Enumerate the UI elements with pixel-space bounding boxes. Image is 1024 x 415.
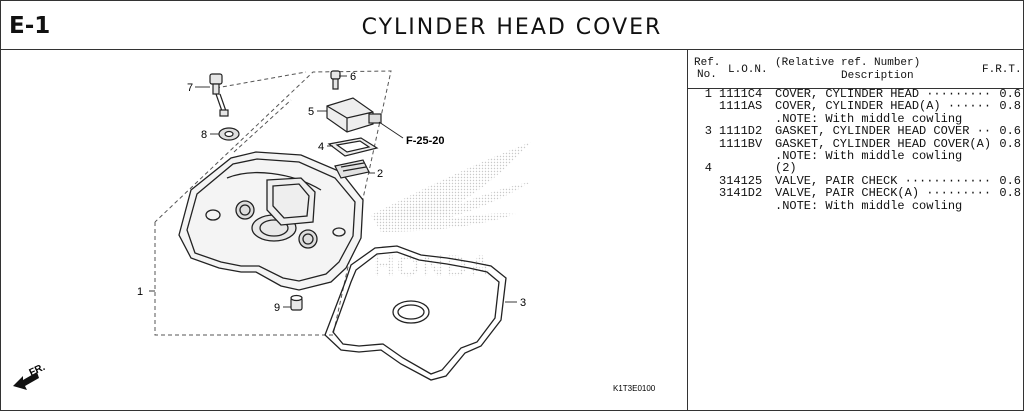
part-3-drawing xyxy=(324,245,507,381)
ref-number: 3 xyxy=(704,124,712,139)
ref-number: 4 xyxy=(704,161,712,176)
exploded-diagram-panel: HONDA xyxy=(1,50,688,410)
honda-wing-logo-icon xyxy=(371,142,531,232)
parts-row[interactable]: 1 1111C4 COVER, CYLINDER HEAD ········· 0.6 xyxy=(688,87,1023,101)
col-frt: F.R.T. xyxy=(982,64,1022,76)
parts-row[interactable]: 3 1111D2 GASKET, CYLINDER HEAD COVER ·· 0.6 xyxy=(688,124,1023,139)
front-label: FR. xyxy=(28,362,47,379)
col-desc-line1: (Relative ref. Number) xyxy=(775,57,921,69)
part-description: .NOTE: With middle cowling xyxy=(775,198,963,213)
part-7-drawing xyxy=(209,73,229,117)
drawing-code: K1T3E0100 xyxy=(613,384,656,393)
ref-number: 1 xyxy=(704,87,712,101)
callout-3: 3 xyxy=(520,297,526,309)
leader-lines xyxy=(149,75,517,308)
parts-row[interactable]: 1111BV GASKET, CYLINDER HEAD COVER(A) 0.8 xyxy=(688,136,1023,151)
front-arrow-icon xyxy=(13,372,39,390)
section-code: E-1 xyxy=(9,13,51,39)
frt-value: 0.8 xyxy=(999,186,1021,201)
callout-8: 8 xyxy=(201,129,207,141)
part-description: COVER, CYLINDER HEAD ········· xyxy=(775,87,992,101)
parts-row[interactable]: 4 (2) xyxy=(688,161,1023,176)
part-2-drawing xyxy=(334,159,370,179)
parts-row[interactable]: 1111AS COVER, CYLINDER HEAD(A) ······ 0.8 xyxy=(688,99,1023,114)
frt-value: 0.8 xyxy=(999,136,1021,151)
page-header: E-1 CYLINDER HEAD COVER xyxy=(1,1,1023,50)
col-desc-line2: Description xyxy=(841,70,914,82)
part-5-drawing xyxy=(326,97,382,133)
lon-code: 1111C4 xyxy=(719,87,763,101)
callout-7: 7 xyxy=(187,82,193,94)
exploded-diagram: HONDA xyxy=(13,70,656,393)
col-ref-line2: No. xyxy=(697,69,717,81)
frt-value: 0.6 xyxy=(999,173,1021,188)
part-description: .NOTE: With middle cowling xyxy=(775,111,963,126)
part-description: (2) xyxy=(775,161,797,176)
assembly-boundary xyxy=(154,70,392,336)
col-ref-line1: Ref. xyxy=(694,57,721,69)
callout-9: 9 xyxy=(274,302,280,314)
watermark-text: HONDA xyxy=(373,250,493,283)
parts-row[interactable]: .NOTE: With middle cowling xyxy=(688,111,1023,126)
parts-row[interactable]: 3141D2 VALVE, PAIR CHECK(A) ········· 0.8 xyxy=(688,186,1023,201)
callout-6: 6 xyxy=(350,71,356,83)
lon-code: 1111D2 xyxy=(719,124,763,139)
page-title: CYLINDER HEAD COVER xyxy=(361,15,663,40)
parts-row[interactable]: .NOTE: With middle cowling xyxy=(688,148,1023,163)
part-description: .NOTE: With middle cowling xyxy=(775,148,963,163)
parts-list: 1 1111C4 COVER, CYLINDER HEAD ········· 0.6… xyxy=(688,88,1023,212)
part-description: GASKET, CYLINDER HEAD COVER ·· xyxy=(775,124,992,139)
parts-list-header: Ref. No. L.O.N. (Relative ref. Number) D… xyxy=(688,50,1023,89)
part-description: COVER, CYLINDER HEAD(A) ······ xyxy=(775,99,992,114)
frt-value: 0.6 xyxy=(999,124,1021,139)
lon-code: 314125 xyxy=(719,173,763,188)
col-lon: L.O.N. xyxy=(728,64,768,76)
callout-5: 5 xyxy=(308,106,314,118)
lon-code: 3141D2 xyxy=(719,186,763,201)
parts-list-panel: Ref. No. L.O.N. (Relative ref. Number) D… xyxy=(688,50,1023,410)
parts-row[interactable]: 314125 VALVE, PAIR CHECK ············ 0.6 xyxy=(688,173,1023,188)
part-description: GASKET, CYLINDER HEAD COVER(A) xyxy=(775,136,992,151)
parts-row[interactable]: .NOTE: With middle cowling xyxy=(688,198,1023,213)
lon-code: 1111BV xyxy=(719,136,763,151)
part-4-drawing xyxy=(327,137,379,157)
frt-value: 0.6 xyxy=(999,87,1021,101)
callout-1: 1 xyxy=(137,286,143,298)
callout-4: 4 xyxy=(318,141,324,153)
cylinder-head-cover-drawing xyxy=(178,151,364,291)
part-description: VALVE, PAIR CHECK(A) ········· xyxy=(775,186,992,201)
part-6-drawing xyxy=(330,70,341,90)
part-9-drawing xyxy=(290,294,303,311)
reference-link[interactable]: F-25-20 xyxy=(406,135,445,147)
callout-2: 2 xyxy=(377,168,383,180)
part-8-drawing xyxy=(218,127,240,141)
lon-code: 1111AS xyxy=(719,99,763,114)
part-description: VALVE, PAIR CHECK ············ xyxy=(775,173,992,188)
frt-value: 0.8 xyxy=(999,99,1021,114)
